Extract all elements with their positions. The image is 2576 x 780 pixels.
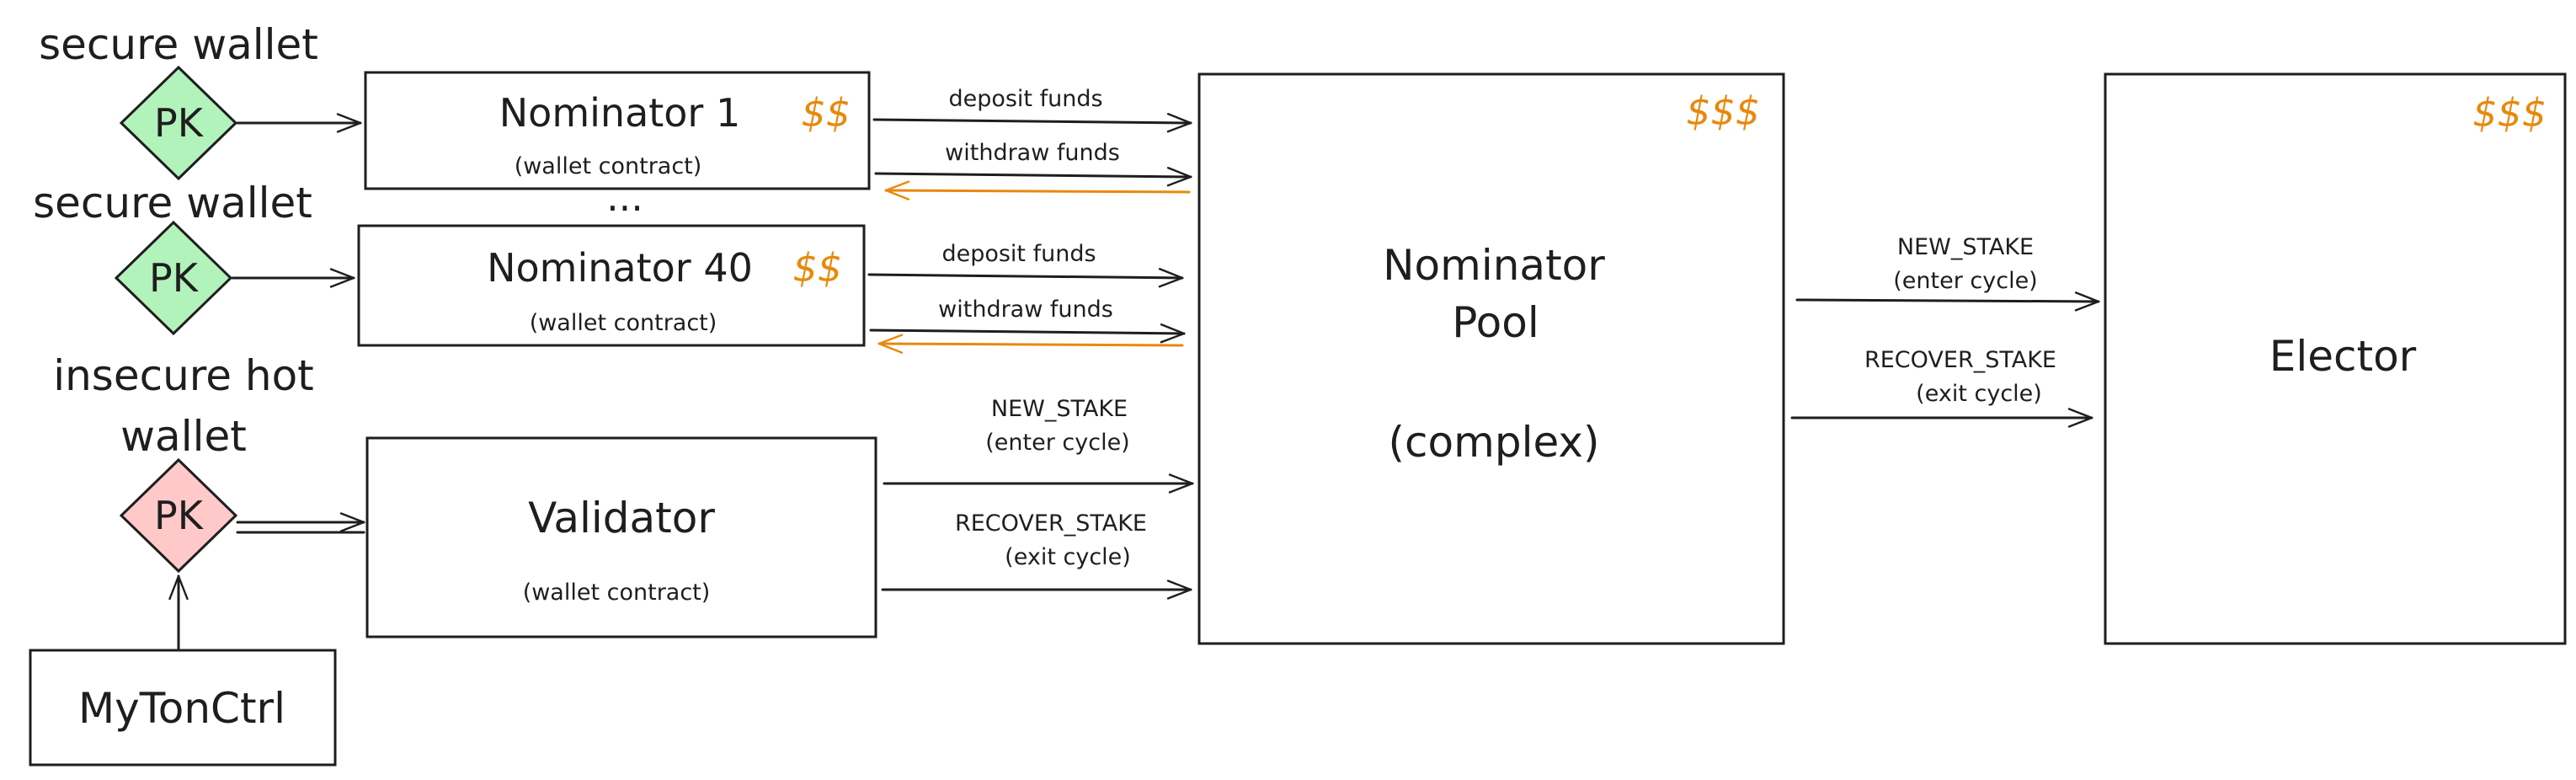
nominator-pool-title-line3: (complex)	[1389, 418, 1600, 467]
nominator-40-deposit-arrow	[867, 268, 1184, 288]
nominator-1-title: Nominator 1	[499, 90, 740, 136]
pool-new-stake-label: NEW_STAKE	[1897, 234, 2034, 260]
wallet-1-label: secure wallet	[39, 20, 318, 69]
elector-money: $$$	[2472, 90, 2547, 136]
validator-subtitle: (wallet contract)	[523, 580, 711, 606]
nominator-pool-title-line1: Nominator	[1383, 241, 1605, 290]
nominator-40-title: Nominator 40	[487, 245, 753, 291]
nominator-1-withdraw-request-arrow	[874, 167, 1192, 187]
pool-recover-stake-label: RECOVER_STAKE	[1864, 347, 2056, 373]
validator-recover-stake-label: RECOVER_STAKE	[955, 510, 1147, 537]
nominator-1-money: $$	[801, 90, 851, 136]
validator-title: Validator	[528, 494, 715, 542]
validator-box-group: Validator (wallet contract)	[365, 436, 877, 638]
nominator-40-money: $$	[792, 245, 842, 291]
nominator-1-withdraw-return-arrow	[884, 180, 1191, 200]
elector-box	[2104, 72, 2567, 645]
wallet-3-label-line1: insecure hot	[53, 351, 314, 400]
nominator-1-withdraw-label: withdraw funds	[945, 140, 1120, 166]
mytonctrl-title: MyTonCtrl	[78, 684, 285, 733]
pool-new-stake-arrow	[1795, 291, 2100, 312]
nominator-40-deposit-label: deposit funds	[941, 241, 1096, 267]
wallet-3-label-line2: wallet	[120, 412, 247, 461]
wallet-2-label: secure wallet	[33, 179, 312, 227]
nominator-pool-group: $$$ Nominator Pool (complex)	[1197, 72, 1785, 645]
nominator-1-deposit-label: deposit funds	[948, 86, 1102, 112]
nominator-40-box-group: Nominator 40 $$ (wallet contract)	[357, 224, 866, 347]
nominator-40-withdraw-return-arrow	[877, 334, 1184, 354]
nominator-1-subtitle: (wallet contract)	[515, 153, 702, 179]
pool-enter-cycle-label: (enter cycle)	[1893, 268, 2037, 294]
nominator-40-withdraw-label: withdraw funds	[938, 297, 1113, 323]
validator-enter-cycle-label: (enter cycle)	[985, 430, 1129, 456]
nominator-1-deposit-arrow	[872, 113, 1192, 133]
nominator-40-box	[357, 224, 866, 347]
validator-box	[365, 436, 877, 638]
nominator-pool-title-line2: Pool	[1452, 298, 1539, 347]
nominator-1-box	[364, 71, 871, 190]
wallet-1-key: PK	[119, 65, 238, 181]
validator-exit-cycle-label: (exit cycle)	[1005, 544, 1131, 570]
elector-group: $$$ Elector	[2104, 72, 2567, 645]
nominators-ellipsis: ...	[606, 174, 643, 220]
wallet-3-key: PK	[119, 457, 238, 574]
wallet-2-key-label: PK	[149, 255, 200, 301]
validator-new-stake-label: NEW_STAKE	[991, 396, 1128, 422]
nominator-40-withdraw-request-arrow	[869, 323, 1186, 344]
key-diamond-icon	[119, 457, 238, 574]
nominator-pool-box	[1197, 72, 1785, 645]
nominator-1-box-group: Nominator 1 $$ (wallet contract)	[364, 71, 871, 190]
elector-title: Elector	[2269, 332, 2417, 381]
key-diamond-icon	[114, 220, 233, 336]
wallet-3-key-label: PK	[154, 493, 205, 538]
key-diamond-icon	[119, 65, 238, 181]
wallet-2-key: PK	[114, 220, 233, 336]
nominator-40-subtitle: (wallet contract)	[530, 310, 717, 336]
wallet-1-key-label: PK	[154, 100, 205, 146]
mytonctrl-box	[29, 649, 337, 767]
pool-exit-cycle-label: (exit cycle)	[1916, 381, 2042, 407]
nominator-pool-money: $$$	[1686, 88, 1760, 134]
